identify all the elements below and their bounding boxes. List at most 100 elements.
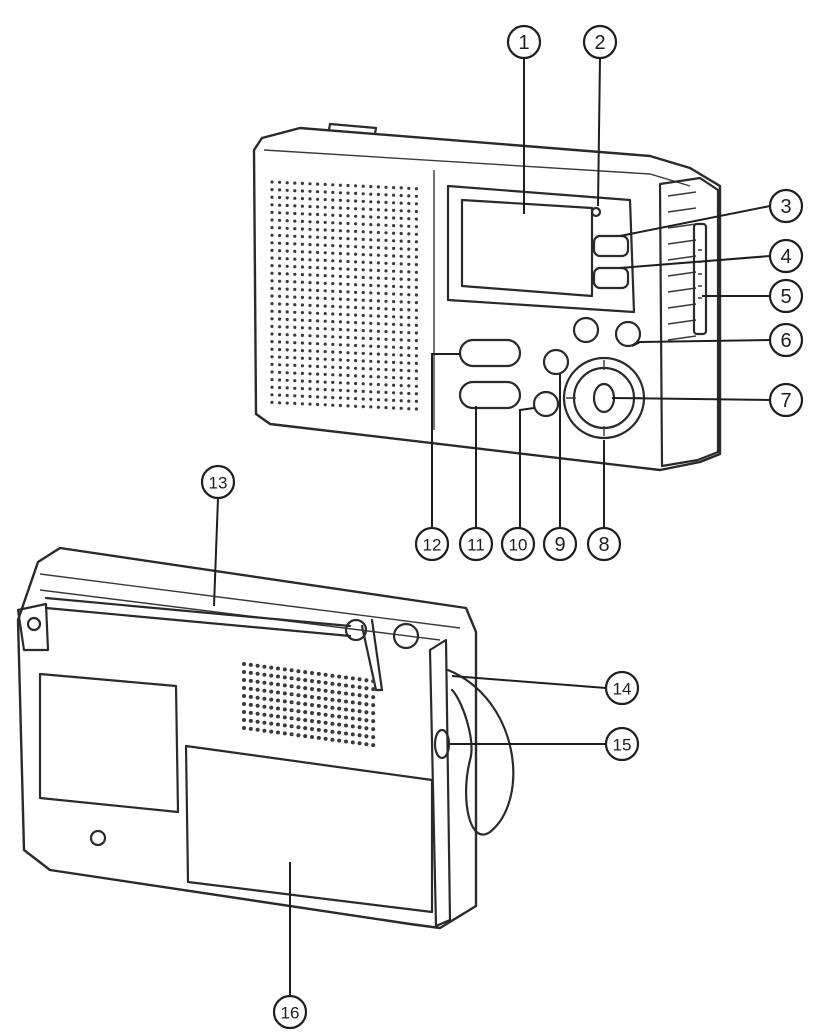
grille-hole [361, 298, 365, 302]
grille-hole [414, 278, 418, 282]
grille-hole [270, 195, 274, 199]
grille-hole [278, 340, 282, 344]
grille-hole [346, 381, 350, 385]
grille-hole [331, 289, 335, 293]
grille-hole [354, 305, 358, 310]
grille-hole [354, 199, 358, 203]
grille-hole [392, 224, 396, 228]
grille-hole [331, 236, 335, 240]
grille-hole [285, 257, 289, 261]
grille-hole [293, 394, 297, 398]
grille-hole [300, 242, 304, 246]
grille-hole [242, 694, 246, 698]
grille-hole [323, 704, 328, 709]
antenna-rod [44, 596, 352, 628]
grille-hole [270, 324, 274, 328]
grille-hole [270, 271, 274, 275]
grille-hole [248, 694, 253, 699]
grille-hole [361, 260, 365, 264]
grille-hole [392, 254, 396, 258]
grille-hole [392, 277, 396, 281]
grille-hole [308, 356, 312, 361]
rear-screw [89, 829, 107, 847]
grille-hole [369, 337, 373, 341]
grille-hole [414, 255, 418, 259]
grille-hole [399, 201, 403, 205]
grille-hole [282, 731, 287, 736]
rear-label-panel [38, 672, 180, 814]
grille-hole [316, 703, 321, 708]
grille-hole [338, 206, 342, 210]
grille-hole [392, 284, 396, 288]
grille-hole [384, 314, 388, 318]
grille-hole [399, 315, 403, 319]
grille-hole [269, 705, 274, 710]
callout-label-2: 2 [594, 32, 605, 54]
grille-hole [262, 664, 267, 669]
grille-hole [337, 730, 342, 735]
grille-hole [300, 219, 304, 223]
grille-hole [308, 341, 312, 345]
grille-hole [300, 257, 304, 261]
callout-8: 8 [586, 526, 622, 562]
grille-hole [278, 317, 282, 321]
callout-label-8: 8 [598, 534, 609, 556]
grille-hole [384, 208, 388, 212]
grille-hole [278, 188, 282, 192]
grille-hole [346, 343, 350, 347]
grille-hole [300, 318, 304, 322]
grille-hole [407, 217, 411, 221]
leader-4 [619, 255, 771, 269]
grille-hole [303, 678, 308, 683]
grille-hole [270, 355, 274, 359]
grille-hole [316, 266, 320, 270]
grille-hole [407, 232, 411, 236]
grille-hole [270, 294, 274, 298]
grille-hole [369, 245, 373, 249]
grille-hole [330, 721, 335, 726]
grille-hole [407, 331, 411, 335]
grille-hole [269, 681, 274, 686]
grille-hole [392, 376, 396, 380]
grille-hole [293, 287, 297, 291]
grille-hole [330, 673, 335, 678]
grille-hole [323, 258, 327, 262]
grille-hole [354, 359, 358, 363]
grille-hole [371, 719, 376, 724]
grille-hole [310, 703, 314, 707]
grille-hole [308, 265, 312, 269]
grille-hole [242, 726, 246, 730]
grille-hole [369, 375, 373, 379]
grille-hole [293, 181, 297, 185]
grille-hole [399, 216, 403, 220]
grille-hole [369, 207, 373, 211]
grille-hole [270, 332, 274, 336]
grille-hole [414, 323, 418, 327]
grille-hole [300, 227, 304, 231]
grille-hole [308, 372, 312, 376]
grille-hole [303, 702, 308, 707]
grille-hole [369, 306, 373, 310]
grille-hole [346, 183, 350, 188]
display-frame [446, 184, 636, 314]
grille-hole [296, 685, 301, 690]
grille-hole [331, 221, 335, 225]
grille-hole [369, 390, 373, 394]
grille-hole [276, 666, 280, 671]
grille-hole [392, 208, 396, 212]
grille-hole [414, 240, 418, 244]
grille-hole [407, 361, 411, 365]
grille-hole [308, 402, 312, 406]
grille-hole [361, 321, 365, 325]
grille-hole [316, 326, 320, 331]
grille-hole [392, 186, 396, 190]
grille-hole [376, 322, 380, 326]
grille-hole [376, 223, 380, 227]
antenna-tip [344, 618, 368, 642]
grille-hole [414, 209, 418, 214]
grille-hole [323, 712, 328, 717]
grille-hole [316, 695, 321, 700]
grille-hole [316, 281, 320, 285]
grille-hole [282, 667, 287, 672]
grille-hole [407, 346, 411, 350]
